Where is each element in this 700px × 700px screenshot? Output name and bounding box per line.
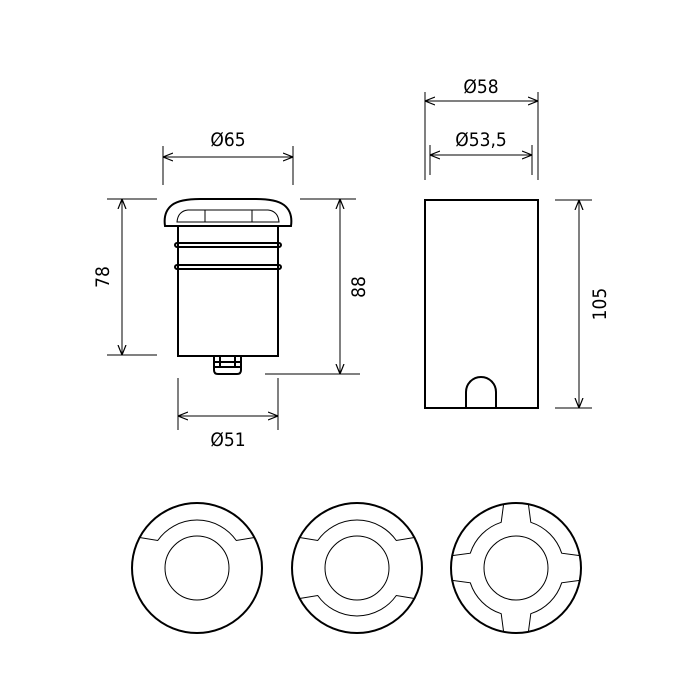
housing-side-view bbox=[424, 199, 539, 409]
label-housing-inner: Ø53,5 bbox=[455, 129, 507, 151]
dimension-height-78: 78 bbox=[92, 198, 157, 356]
fixture-side-view bbox=[163, 198, 293, 375]
slot-edge bbox=[527, 504, 580, 557]
cable-notch bbox=[465, 376, 497, 408]
lens-circle bbox=[324, 535, 390, 601]
label-height-88: 88 bbox=[348, 276, 370, 298]
label-body-diameter: Ø51 bbox=[210, 429, 245, 451]
body-ring bbox=[174, 264, 282, 270]
dimension-body-diameter: Ø51 bbox=[177, 378, 279, 451]
label-cap-diameter: Ø65 bbox=[210, 129, 245, 151]
label-housing-height: 105 bbox=[589, 288, 611, 321]
cable-gland bbox=[213, 357, 242, 375]
slot-edge bbox=[452, 579, 505, 632]
slot-edge bbox=[452, 504, 505, 557]
dimension-cap-diameter: Ø65 bbox=[162, 129, 294, 185]
housing-body bbox=[424, 199, 539, 409]
slot-edge bbox=[299, 594, 415, 617]
label-housing-outer: Ø58 bbox=[463, 76, 498, 98]
slot-edge bbox=[527, 579, 580, 632]
lens-circle bbox=[483, 535, 549, 601]
label-height-78: 78 bbox=[92, 266, 114, 288]
top-views bbox=[131, 502, 582, 634]
dimension-housing-height: 105 bbox=[555, 199, 611, 409]
slot-edge bbox=[299, 519, 415, 542]
lens-circle bbox=[164, 535, 230, 601]
dimension-housing-outer: Ø58 bbox=[424, 76, 539, 180]
outer-ring bbox=[450, 502, 582, 634]
body-ring bbox=[174, 242, 282, 248]
slot-edge bbox=[139, 519, 255, 542]
outer-ring bbox=[131, 502, 263, 634]
cap-window bbox=[176, 209, 280, 223]
fixture-body bbox=[177, 225, 279, 357]
dimension-housing-inner: Ø53,5 bbox=[429, 129, 533, 175]
dimension-height-88: 88 bbox=[265, 198, 370, 375]
fixture-cap bbox=[163, 198, 293, 227]
outer-ring bbox=[291, 502, 423, 634]
